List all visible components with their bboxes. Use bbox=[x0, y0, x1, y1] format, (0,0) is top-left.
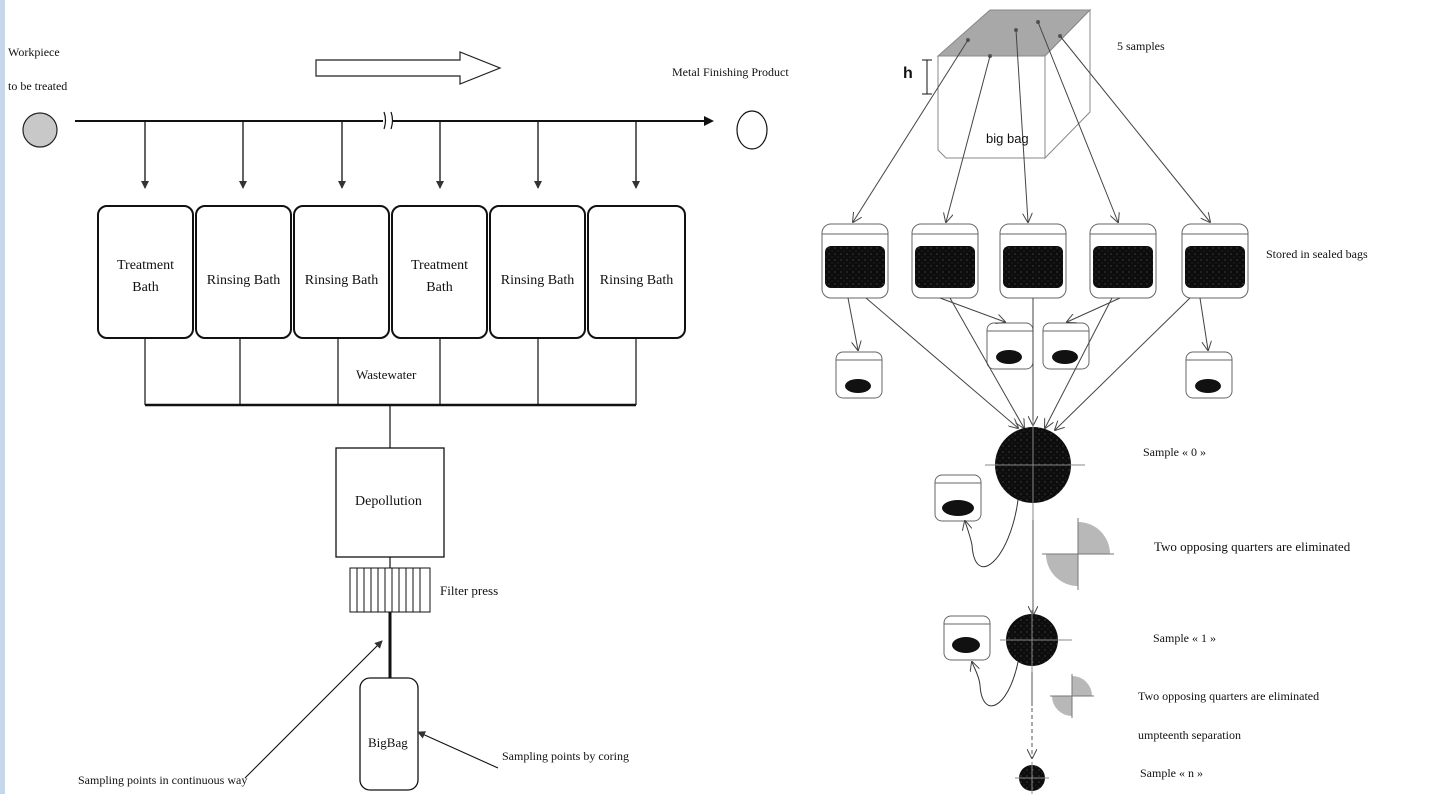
h-label: h bbox=[903, 65, 913, 82]
quarter-symbol-2 bbox=[1050, 674, 1094, 718]
big-bag-3d bbox=[922, 8, 1092, 160]
sealed-bag-1 bbox=[821, 223, 889, 299]
baths-row bbox=[97, 205, 686, 339]
umpteenth-label: umpteenth separation bbox=[1138, 728, 1241, 742]
small-bag-4 bbox=[1185, 351, 1233, 399]
sealed-bag-3 bbox=[999, 223, 1067, 299]
wastewater-label: Wastewater bbox=[356, 367, 417, 382]
sealed-bag-2 bbox=[911, 223, 979, 299]
flow-direction-arrow bbox=[315, 51, 502, 85]
workpiece-label-line1: Workpiece bbox=[8, 45, 60, 59]
sealed-bags bbox=[821, 223, 1249, 299]
bigbag-label: BigBag bbox=[368, 735, 408, 750]
kept-portions bbox=[835, 322, 1233, 399]
split-arrows bbox=[847, 297, 1208, 430]
filter-press bbox=[349, 567, 431, 613]
stored-label: Stored in sealed bags bbox=[1266, 247, 1368, 261]
sampling-coring-label: Sampling points by coring bbox=[502, 749, 629, 763]
quarters-eliminated-2: Two opposing quarters are eliminated bbox=[1138, 689, 1320, 703]
small-bag-1 bbox=[835, 351, 883, 399]
sample-1-label: Sample « 1 » bbox=[1153, 631, 1216, 645]
bath-label-6: Rinsing Bath bbox=[599, 273, 674, 288]
sealed-bag-4 bbox=[1089, 223, 1157, 299]
quarters-eliminated-1: Two opposing quarters are eliminated bbox=[1154, 539, 1351, 554]
bath-label-3: Rinsing Bath bbox=[304, 273, 379, 288]
sample-0-pile bbox=[934, 420, 1085, 568]
filter-press-label: Filter press bbox=[440, 583, 499, 598]
sampling-continuous-label: Sampling points in continuous way bbox=[78, 773, 248, 787]
sample-arrows bbox=[853, 21, 1210, 222]
workpiece-circle bbox=[22, 112, 58, 148]
production-line bbox=[22, 51, 768, 189]
bath-label-5: Rinsing Bath bbox=[500, 273, 575, 288]
product-circle bbox=[736, 110, 768, 150]
left-edge-accent bbox=[0, 0, 5, 794]
five-samples-label: 5 samples bbox=[1117, 39, 1165, 53]
bath-box-3 bbox=[293, 205, 390, 339]
product-label: Metal Finishing Product bbox=[672, 65, 789, 79]
sample-n-label: Sample « n » bbox=[1140, 766, 1203, 780]
sample-0-label: Sample « 0 » bbox=[1143, 445, 1206, 459]
bath-box-2 bbox=[195, 205, 292, 339]
sample-n-pile bbox=[1015, 762, 1049, 794]
sample-1-pile bbox=[943, 610, 1072, 707]
sealed-bag-5 bbox=[1181, 223, 1249, 299]
bigbag-box bbox=[359, 677, 419, 791]
quarter-symbol-1 bbox=[1042, 518, 1114, 590]
depollution-chain bbox=[244, 447, 499, 791]
workpiece-label-line2: to be treated bbox=[8, 79, 68, 93]
wastewater-collector bbox=[144, 338, 637, 448]
big-bag-label: big bag bbox=[986, 131, 1029, 146]
small-bag-2 bbox=[986, 322, 1034, 370]
bath-label-2: Rinsing Bath bbox=[206, 273, 281, 288]
small-bag-3 bbox=[1042, 322, 1090, 370]
depollution-label: Depollution bbox=[355, 494, 422, 509]
